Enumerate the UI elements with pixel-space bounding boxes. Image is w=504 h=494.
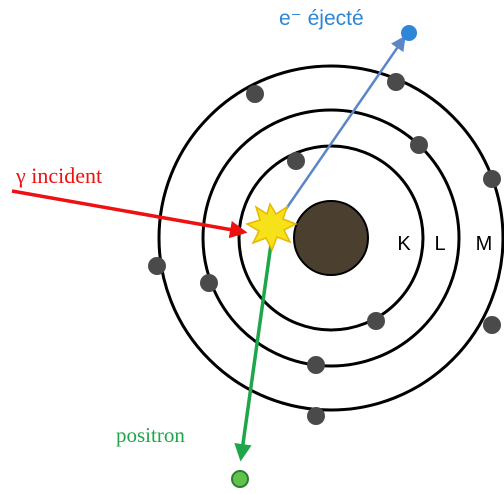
ejected-electron-arrow	[275, 35, 406, 223]
electron	[307, 356, 325, 374]
shell-label-l: L	[434, 233, 445, 255]
incident-photon-arrow	[11, 189, 248, 239]
electron	[200, 274, 218, 292]
electron	[410, 136, 428, 154]
orbit-m	[157, 64, 504, 412]
orbit-l	[201, 108, 461, 368]
electron	[307, 407, 325, 425]
interaction-burst-icon	[245, 202, 298, 252]
electron	[246, 85, 264, 103]
electron	[483, 316, 501, 334]
electron	[367, 312, 385, 330]
shell-label-m: M	[476, 233, 493, 255]
positron-label: positron	[116, 423, 185, 447]
positron-arrow	[234, 243, 273, 462]
ejected-electron-dot	[401, 25, 417, 41]
incident-photon-label: γ incident	[15, 163, 102, 188]
electron	[387, 73, 405, 91]
shell-label-k: K	[397, 233, 411, 255]
ejected-electron-label: e⁻ éjecté	[279, 7, 364, 30]
electron	[148, 257, 166, 275]
positron-dot	[231, 470, 249, 488]
electron	[483, 170, 501, 188]
electron	[287, 152, 305, 170]
nucleus	[293, 200, 369, 276]
